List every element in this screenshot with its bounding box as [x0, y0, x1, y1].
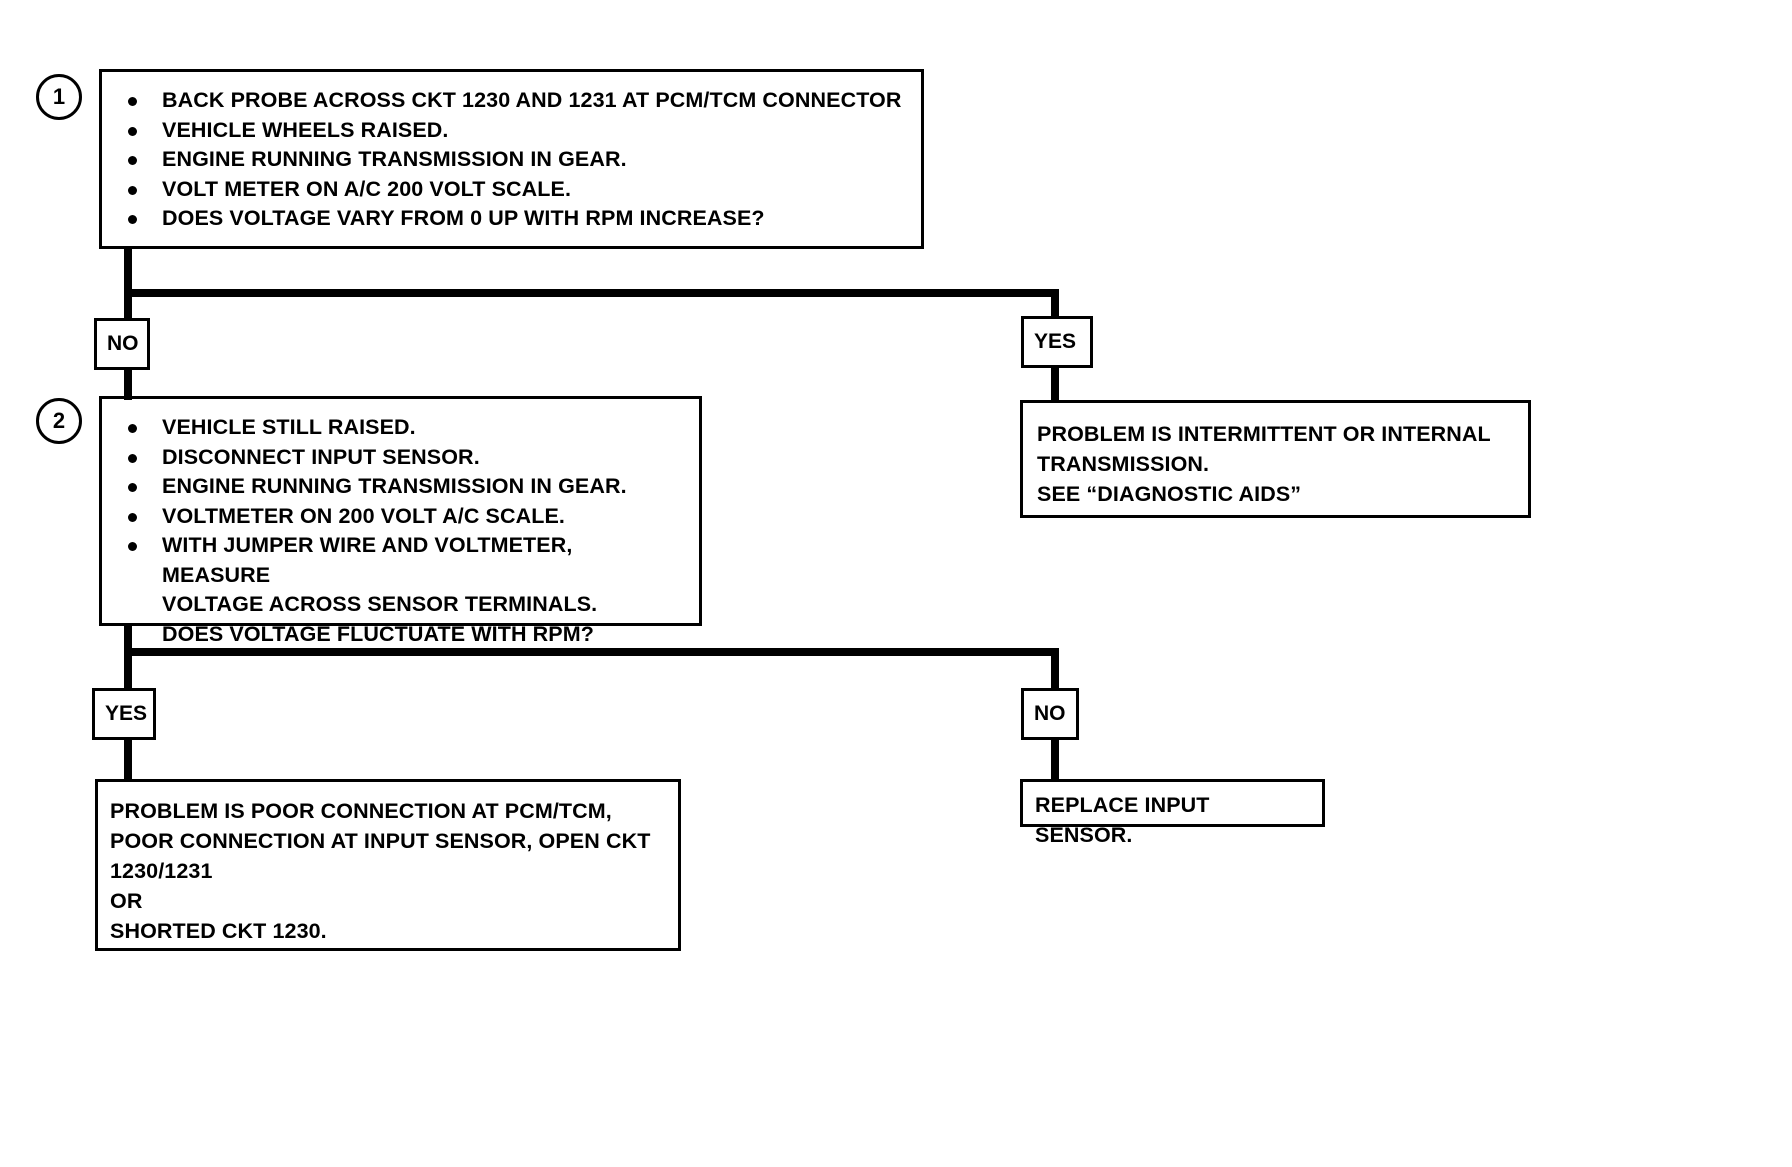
outcome-intermittent-text: PROBLEM IS INTERMITTENT OR INTERNAL TRAN… [1037, 422, 1491, 506]
connector-step2-yes-down [124, 738, 132, 780]
outcome-poor-connection-text: PROBLEM IS POOR CONNECTION AT PCM/TCM, P… [110, 799, 651, 943]
branch-label-step1-yes: YES [1021, 316, 1093, 368]
connector-step2-horizontal [124, 648, 1059, 656]
list-item: ENGINE RUNNING TRANSMISSION IN GEAR. [120, 472, 681, 502]
branch-label-step2-yes: YES [92, 688, 156, 740]
step-1-box: BACK PROBE ACROSS CKT 1230 AND 1231 AT P… [99, 69, 924, 249]
list-item: DISCONNECT INPUT SENSOR. [120, 443, 681, 473]
connector-step1-yes-stem [1051, 289, 1059, 321]
list-item: DOES VOLTAGE VARY FROM 0 UP WITH RPM INC… [120, 204, 903, 234]
connector-step2-no-stem [1051, 648, 1059, 690]
connector-step1-no-down [124, 368, 132, 400]
step-2-bullet-list: VEHICLE STILL RAISED. DISCONNECT INPUT S… [120, 413, 681, 649]
branch-label-step1-no: NO [94, 318, 150, 370]
outcome-replace-sensor-box: REPLACE INPUT SENSOR. [1020, 779, 1325, 847]
outcome-replace-sensor-content: REPLACE INPUT SENSOR. [1023, 782, 1322, 858]
connector-step1-no-stem [124, 289, 132, 324]
list-item: ENGINE RUNNING TRANSMISSION IN GEAR. [120, 145, 903, 175]
outcome-intermittent-content: PROBLEM IS INTERMITTENT OR INTERNAL TRAN… [1023, 403, 1528, 523]
outcome-replace-sensor-text: REPLACE INPUT SENSOR. [1035, 793, 1210, 847]
list-item: VOLTMETER ON 200 VOLT A/C SCALE. [120, 502, 681, 532]
step-2-content: VEHICLE STILL RAISED. DISCONNECT INPUT S… [102, 399, 699, 663]
connector-step1-yes-down [1051, 366, 1059, 402]
list-item: WITH JUMPER WIRE AND VOLTMETER, MEASURE … [120, 531, 681, 649]
outcome-poor-connection-content: PROBLEM IS POOR CONNECTION AT PCM/TCM, P… [98, 782, 678, 958]
branch-label-step2-no: NO [1021, 688, 1079, 740]
outcome-intermittent-box: PROBLEM IS INTERMITTENT OR INTERNAL TRAN… [1020, 400, 1531, 518]
list-item: VOLT METER ON A/C 200 VOLT SCALE. [120, 175, 903, 205]
connector-step1-down [124, 249, 132, 296]
list-item: BACK PROBE ACROSS CKT 1230 AND 1231 AT P… [120, 86, 903, 116]
step-1-bullet-list: BACK PROBE ACROSS CKT 1230 AND 1231 AT P… [120, 86, 903, 234]
connector-step2-down [124, 626, 132, 656]
outcome-poor-connection-box: PROBLEM IS POOR CONNECTION AT PCM/TCM, P… [95, 779, 681, 951]
connector-step2-yes-stem [124, 648, 132, 690]
connector-step2-no-down [1051, 738, 1059, 780]
step-1-content: BACK PROBE ACROSS CKT 1230 AND 1231 AT P… [102, 72, 921, 248]
step-number-1: 1 [36, 74, 82, 120]
list-item: VEHICLE WHEELS RAISED. [120, 116, 903, 146]
connector-step1-horizontal [124, 289, 1059, 297]
list-item: VEHICLE STILL RAISED. [120, 413, 681, 443]
step-2-box: VEHICLE STILL RAISED. DISCONNECT INPUT S… [99, 396, 702, 646]
step-number-2: 2 [36, 398, 82, 444]
